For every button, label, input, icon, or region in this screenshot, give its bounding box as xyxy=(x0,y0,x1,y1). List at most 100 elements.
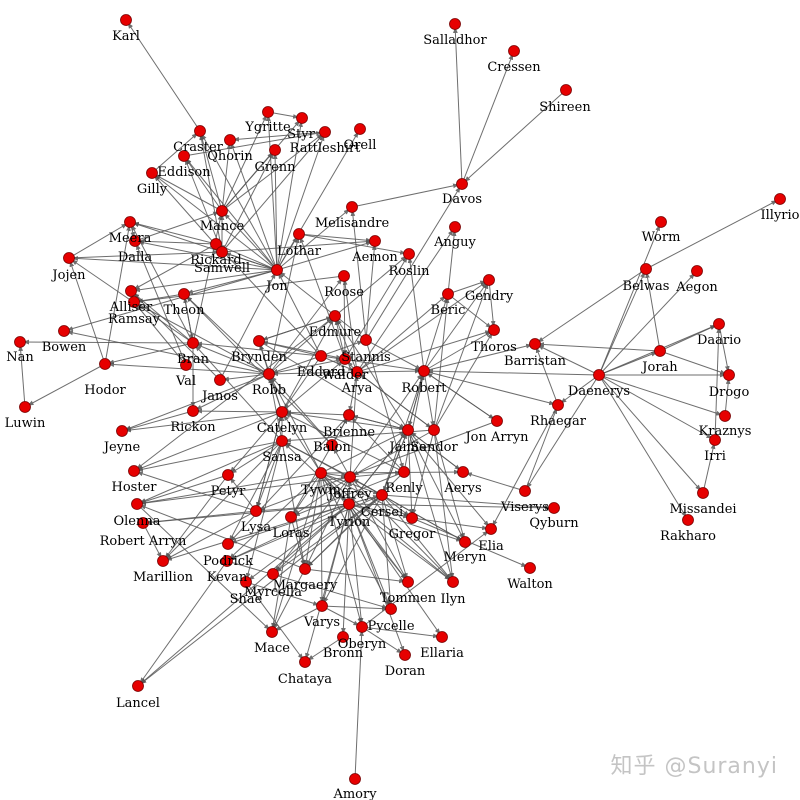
node-arya[interactable] xyxy=(351,366,363,378)
node-bowen[interactable] xyxy=(58,325,70,337)
node-anguy[interactable] xyxy=(449,221,461,233)
node-elia[interactable] xyxy=(485,523,497,535)
node-petyr[interactable] xyxy=(222,469,234,481)
node-qhorin[interactable] xyxy=(224,134,236,146)
node-jojen[interactable] xyxy=(63,252,75,264)
node-rickon[interactable] xyxy=(187,405,199,417)
node-myrcella[interactable] xyxy=(267,568,279,580)
node-barristan[interactable] xyxy=(529,338,541,350)
node-val[interactable] xyxy=(180,359,192,371)
node-joffrey[interactable] xyxy=(344,471,356,483)
node-eddard[interactable] xyxy=(315,350,327,362)
node-aerys[interactable] xyxy=(457,466,469,478)
node-gilly[interactable] xyxy=(146,167,158,179)
node-catelyn[interactable] xyxy=(276,406,288,418)
node-hoster[interactable] xyxy=(128,465,140,477)
node-rakharo[interactable] xyxy=(682,514,694,526)
node-roose[interactable] xyxy=(338,270,350,282)
node-roslin[interactable] xyxy=(403,248,415,260)
node-cersei[interactable] xyxy=(376,489,388,501)
node-thoros[interactable] xyxy=(488,324,500,336)
node-tyrion[interactable] xyxy=(343,498,355,510)
node-melisandre[interactable] xyxy=(346,201,358,213)
node-olenna[interactable] xyxy=(131,498,143,510)
node-mace[interactable] xyxy=(266,626,278,638)
node-worm[interactable] xyxy=(655,216,667,228)
node-robert[interactable] xyxy=(418,365,430,377)
node-davos[interactable] xyxy=(456,178,468,190)
node-chataya[interactable] xyxy=(299,656,311,668)
node-amory[interactable] xyxy=(349,773,361,785)
node-renly[interactable] xyxy=(398,466,410,478)
node-aegon[interactable] xyxy=(691,265,703,277)
node-meera[interactable] xyxy=(124,216,136,228)
node-robert-arryn[interactable] xyxy=(137,517,149,529)
node-walton[interactable] xyxy=(524,562,536,574)
node-karl[interactable] xyxy=(120,14,132,26)
node-qyburn[interactable] xyxy=(548,502,560,514)
node-ramsay[interactable] xyxy=(128,296,140,308)
node-belwas[interactable] xyxy=(640,263,652,275)
node-jorah[interactable] xyxy=(654,345,666,357)
node-alliser[interactable] xyxy=(125,285,137,297)
node-orell[interactable] xyxy=(354,123,366,135)
node-janos[interactable] xyxy=(214,374,226,386)
node-stannis[interactable] xyxy=(360,334,372,346)
node-balon[interactable] xyxy=(326,439,338,451)
node-daenerys[interactable] xyxy=(593,369,605,381)
node-nan[interactable] xyxy=(14,336,26,348)
node-shae[interactable] xyxy=(240,576,252,588)
node-loras[interactable] xyxy=(285,511,297,523)
node-bran[interactable] xyxy=(187,337,199,349)
node-oberyn[interactable] xyxy=(356,621,368,633)
node-missandei[interactable] xyxy=(697,487,709,499)
node-luwin[interactable] xyxy=(19,401,31,413)
node-lancel[interactable] xyxy=(132,680,144,692)
node-doran[interactable] xyxy=(399,649,411,661)
node-sansa[interactable] xyxy=(276,435,288,447)
node-styr[interactable] xyxy=(296,112,308,124)
node-drogo[interactable] xyxy=(723,369,735,381)
node-kraznys[interactable] xyxy=(719,410,731,422)
node-jeyne[interactable] xyxy=(116,425,128,437)
node-marillion[interactable] xyxy=(157,555,169,567)
node-cressen[interactable] xyxy=(508,45,520,57)
node-ygritte[interactable] xyxy=(262,106,274,118)
node-samwell[interactable] xyxy=(216,246,228,258)
node-podrick[interactable] xyxy=(222,538,234,550)
node-rickard[interactable] xyxy=(210,238,222,250)
node-daario[interactable] xyxy=(713,318,725,330)
node-sandor[interactable] xyxy=(428,424,440,436)
node-meryn[interactable] xyxy=(459,536,471,548)
node-ellaria[interactable] xyxy=(436,631,448,643)
node-gendry[interactable] xyxy=(483,274,495,286)
node-rattleshirt[interactable] xyxy=(319,126,331,138)
node-aemon[interactable] xyxy=(369,235,381,247)
node-craster[interactable] xyxy=(194,125,206,137)
node-walder[interactable] xyxy=(339,353,351,365)
node-ilyn[interactable] xyxy=(447,576,459,588)
node-grenn[interactable] xyxy=(269,144,281,156)
node-lysa[interactable] xyxy=(250,505,262,517)
node-pycelle[interactable] xyxy=(385,603,397,615)
node-edmure[interactable] xyxy=(329,310,341,322)
node-rhaegar[interactable] xyxy=(552,399,564,411)
node-hodor[interactable] xyxy=(99,358,111,370)
node-lothar[interactable] xyxy=(293,228,305,240)
node-varys[interactable] xyxy=(316,600,328,612)
node-jaime[interactable] xyxy=(402,424,414,436)
node-kevan[interactable] xyxy=(221,555,233,567)
node-illyrio[interactable] xyxy=(774,193,786,205)
node-dalla[interactable] xyxy=(129,235,141,247)
node-eddison[interactable] xyxy=(178,150,190,162)
node-mance[interactable] xyxy=(216,205,228,217)
node-shireen[interactable] xyxy=(560,84,572,96)
node-viserys[interactable] xyxy=(519,485,531,497)
node-tommen[interactable] xyxy=(402,576,414,588)
node-jon[interactable] xyxy=(271,264,283,276)
node-brynden[interactable] xyxy=(253,335,265,347)
node-bronn[interactable] xyxy=(337,631,349,643)
node-beric[interactable] xyxy=(442,288,454,300)
node-margaery[interactable] xyxy=(299,563,311,575)
node-gregor[interactable] xyxy=(406,512,418,524)
